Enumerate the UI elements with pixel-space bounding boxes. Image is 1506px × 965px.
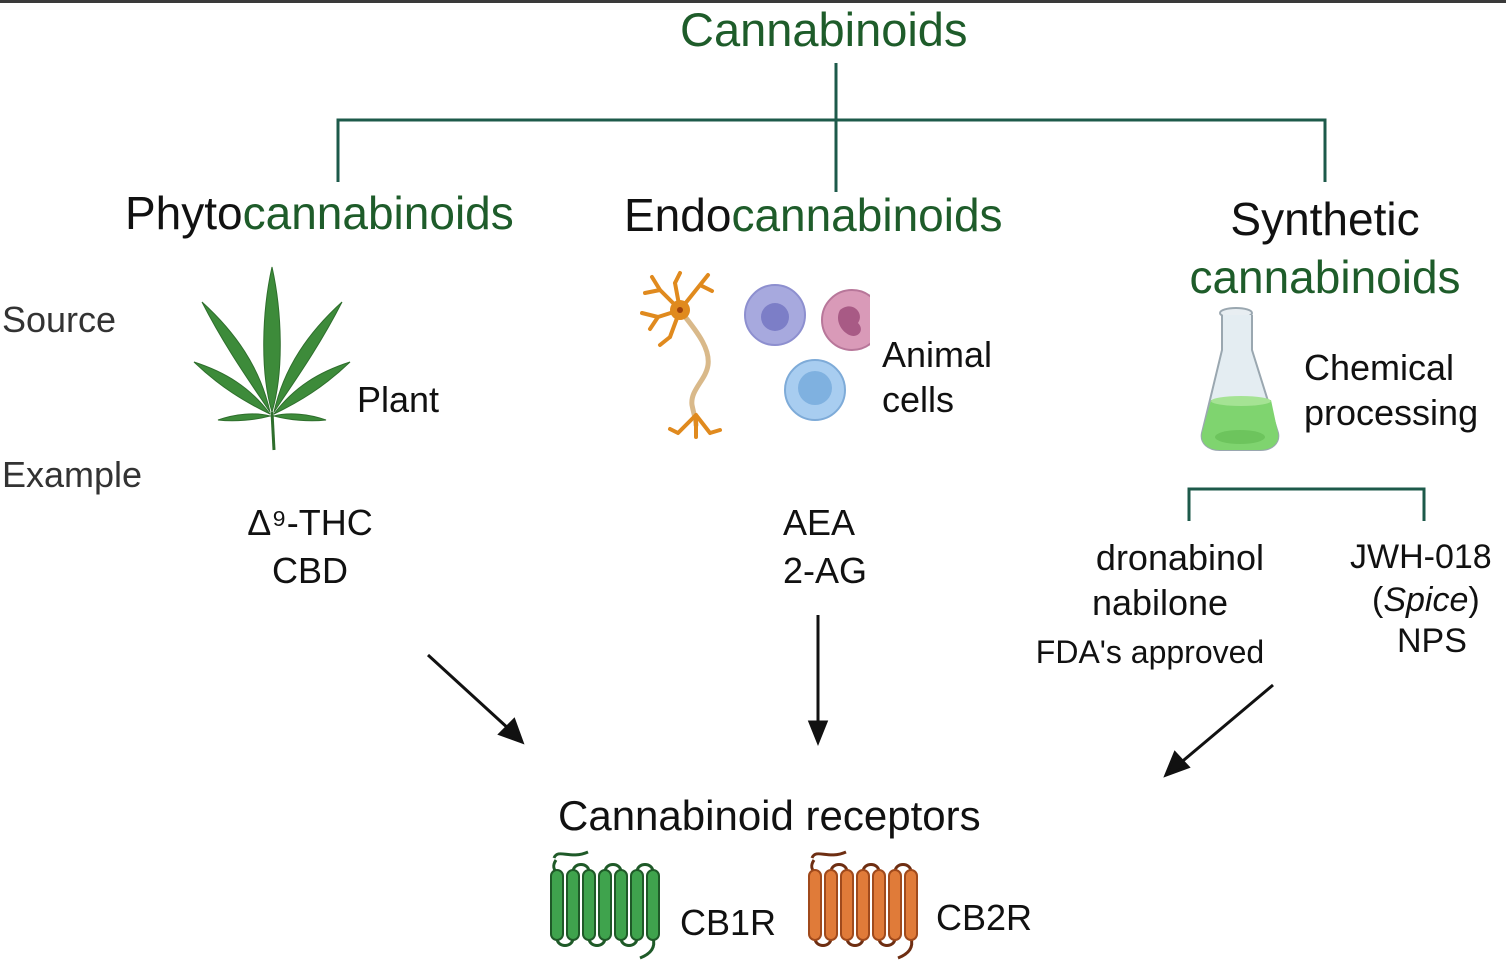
arrow-synthetic-head [1163, 750, 1191, 778]
heading-phytocannabinoids: Phytocannabinoids [125, 190, 514, 236]
spice-paren-close: ) [1468, 581, 1480, 619]
example-nps: NPS [1397, 622, 1467, 660]
cb1r-receptor-icon [550, 850, 660, 960]
arrow-phyto [426, 653, 512, 732]
spice-name: Spice [1383, 581, 1469, 619]
example-nabilone: nabilone [1091, 582, 1229, 623]
heading-phyto-prefix: Phyto [125, 187, 243, 239]
heading-endo-prefix: Endo [624, 189, 732, 241]
note-fda-approved: FDA's approved [1035, 634, 1265, 670]
heading-phyto-suffix: cannabinoids [242, 187, 514, 239]
example-aea: AEA [783, 502, 856, 543]
spice-paren-open: ( [1372, 581, 1384, 619]
example-thc: Δ⁹-THC [247, 502, 373, 543]
heading-endo-suffix: cannabinoids [731, 189, 1003, 241]
erlenmeyer-flask-icon [1200, 307, 1280, 451]
row-label-example: Example [2, 454, 143, 495]
connector-branch-bar [336, 118, 1327, 182]
top-border [0, 0, 1506, 3]
example-dronabinol: dronabinol [1095, 537, 1265, 578]
source-label-plant: Plant [357, 379, 440, 420]
receptor-label-cb2r: CB2R [936, 897, 1033, 938]
example-jwh018: JWH-018 [1350, 538, 1492, 576]
arrow-synthetic [1177, 683, 1274, 767]
example-2ag: 2-AG [783, 550, 868, 591]
connector-synthetic-subbranch [1187, 487, 1426, 521]
arrow-endo-head [807, 720, 829, 747]
source-label-chemical: Chemical [1304, 347, 1455, 388]
animal-cells-icon [640, 271, 870, 439]
diagram-title: Cannabinoids [680, 3, 968, 56]
example-cbd: CBD [271, 550, 348, 591]
arrow-phyto-head [497, 717, 525, 745]
source-label-cells: cells [882, 379, 955, 420]
source-label-animal: Animal [882, 334, 993, 375]
source-label-processing: processing [1304, 392, 1479, 433]
cb2r-receptor-icon [808, 850, 918, 960]
neuron-icon [640, 271, 722, 439]
example-spice: (Spice) [1372, 583, 1480, 617]
heading-endocannabinoids: Endocannabinoids [624, 192, 1003, 238]
cannabis-leaf-icon [193, 266, 351, 451]
heading-synthetic-line2: cannabinoids [1189, 251, 1461, 303]
receptors-title: Cannabinoid receptors [558, 792, 981, 839]
receptor-label-cb1r: CB1R [680, 902, 777, 943]
row-label-source: Source [2, 299, 117, 340]
heading-synthetic-line1: Synthetic [1230, 193, 1420, 245]
